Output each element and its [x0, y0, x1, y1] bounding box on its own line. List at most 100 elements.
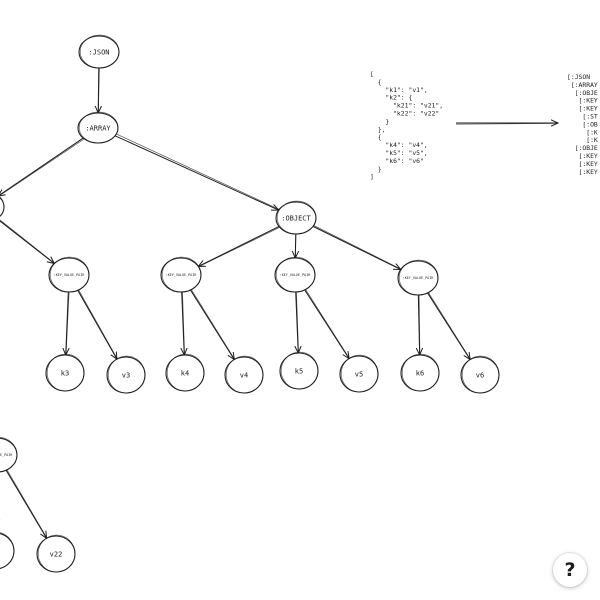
code-line: [:KEY [567, 168, 598, 176]
node-label: Y [0, 519, 1, 525]
code-line: "k2": { [370, 94, 412, 102]
node-kvp_k6: :KEY_VALUE_PAIR [397, 259, 439, 296]
edge-sketch-object_right-to-kvp_k5 [295, 233, 297, 259]
node-label: v3 [122, 371, 130, 379]
node-circle-sketch [107, 355, 146, 394]
node-v6: v6 [460, 355, 500, 394]
node-circle-sketch [280, 351, 319, 390]
node-object_left [0, 196, 5, 217]
help-button[interactable]: ? [553, 553, 587, 587]
node-circle-sketch [37, 534, 76, 573]
node-circle [0, 533, 15, 569]
edge-kvp_k5-to-v5 [304, 289, 349, 359]
edge-sketch-array-to-object_left [0, 138, 85, 196]
edge-object_right-to-kvp_k4 [198, 225, 280, 266]
code-line: [:OB [567, 120, 598, 128]
code-line: "k4": "v4", [370, 141, 428, 149]
code-line: [:ARRAY [567, 81, 598, 89]
code-line: "k6": "v6" [370, 157, 424, 165]
edge-kvp_left_b-to-v3 [77, 290, 117, 359]
node-label: :JSON [88, 48, 109, 56]
node-k3: k3 [45, 353, 85, 392]
node-label: k6 [416, 369, 424, 377]
node-v3: v3 [106, 355, 146, 394]
edge-sketch-kvp_k5-to-k5 [296, 291, 299, 354]
tree-edges [0, 67, 471, 539]
code-line: { [370, 78, 382, 86]
tree-nodes: :JSON :ARRAY :OBJECT :KEY_VALUE_PAIR :KEY_VA… [0, 34, 500, 573]
node-label: :KEY_VALUE_PAIR [54, 273, 86, 277]
code-line: "k21": "v21", [370, 102, 443, 110]
code-line: [:K [567, 136, 598, 144]
edge-kvp_k6-to-v6 [427, 292, 471, 360]
node-circle-sketch [46, 353, 85, 392]
node-circle-sketch [166, 353, 205, 392]
node-k6: k6 [400, 353, 440, 392]
edge-sketch-object_left-to-kvp_left_b [0, 219, 55, 264]
node-label: k4 [181, 369, 189, 377]
node-circle-sketch [161, 256, 202, 293]
code-line: { [370, 133, 382, 141]
node-kvp_k5: :KEY_VALUE_PAIR [274, 256, 316, 293]
node-k_partial: 2 [0, 532, 15, 569]
node-v4: v4 [224, 355, 264, 394]
node-kvp_left_b: :KEY_VALUE_PAIR [48, 256, 90, 293]
edge-sketch-object_right-to-kvp_k4 [198, 227, 280, 268]
edge-object_right-to-kvp_k6 [312, 225, 401, 269]
code-line: }, [370, 125, 385, 133]
edge-sketch-array-to-object_right [115, 133, 280, 210]
code-line: "k22": "v22" [370, 110, 439, 118]
code-line: [:OBJE [567, 144, 598, 152]
edge-array-to-object_right [114, 135, 279, 210]
edge-kvp_k5-to-k5 [296, 291, 299, 353]
node-circle-sketch [0, 532, 15, 569]
node-label: v22 [50, 550, 63, 558]
node-label: :KEY_VALUE_PAIR [403, 276, 435, 280]
node-label: k5 [295, 367, 303, 375]
node-circle-sketch [0, 436, 18, 473]
edge-sketch-kvp_left_b-to-v3 [78, 289, 118, 360]
edge-kvp_k6-to-k6 [418, 294, 419, 355]
code-line: "k5": "v5", [370, 149, 428, 157]
node-label: :ARRAY [85, 124, 111, 132]
edge-sketch-kvp_k4-to-v4 [190, 289, 235, 360]
node-circle-sketch [78, 111, 119, 144]
node-v5: v5 [339, 354, 379, 393]
edge-sketch-kvp_k6-to-v6 [428, 292, 471, 360]
edge-kvp_k4-to-k4 [182, 291, 185, 355]
edge-kvp_k4-to-v4 [190, 289, 234, 360]
code-line: [:JSON [567, 73, 590, 81]
node-k4: k4 [165, 353, 205, 392]
edge-object_left-to-kvp_left_b [0, 220, 54, 264]
code-line: ] [370, 173, 374, 181]
code-line: [:ST [567, 113, 598, 121]
node-label: :KEY_VALUE_PAIR [280, 273, 312, 277]
node-v22: v22 [36, 534, 76, 573]
edge-sketch-json-to-array [98, 67, 100, 114]
code-line: } [370, 165, 382, 173]
node-label: :OBJECT [281, 214, 311, 222]
code-line: } [370, 117, 389, 125]
edge-sketch-kvp_k4-to-k4 [182, 291, 185, 356]
code-line: [:K [567, 128, 598, 136]
parse-output-code: [:JSON [:ARRAY [:OBJE [:KEY [:KEY [:ST [… [567, 73, 598, 176]
code-line: [:KEY [567, 152, 598, 160]
json-source-code: [ { "k1": "v1", "k2": { "k21": "v21", "k… [370, 70, 443, 181]
node-kvp_k4: :KEY_VALUE_PAIR [160, 256, 202, 293]
node-circle-sketch [461, 355, 500, 394]
code-line: [:OBJE [567, 89, 598, 97]
edge-kvp_left_b-to-k3 [66, 291, 69, 355]
code-line: "k1": "v1", [370, 86, 428, 94]
edge-sketch-object_right-to-kvp_k6 [313, 225, 402, 270]
node-array: :ARRAY [77, 111, 119, 144]
edge-sketch-kvp_k2x-to-v22 [6, 469, 48, 539]
node-circle-sketch [398, 259, 439, 296]
node-label: :KEY_VALUE_PAIR [0, 453, 13, 457]
node-circle-sketch [0, 196, 5, 217]
node-circle-sketch [275, 256, 316, 293]
code-line: [:KEY [567, 97, 598, 105]
node-circle-sketch [49, 256, 90, 293]
node-label: k3 [61, 369, 69, 377]
node-circle-sketch [79, 34, 120, 69]
